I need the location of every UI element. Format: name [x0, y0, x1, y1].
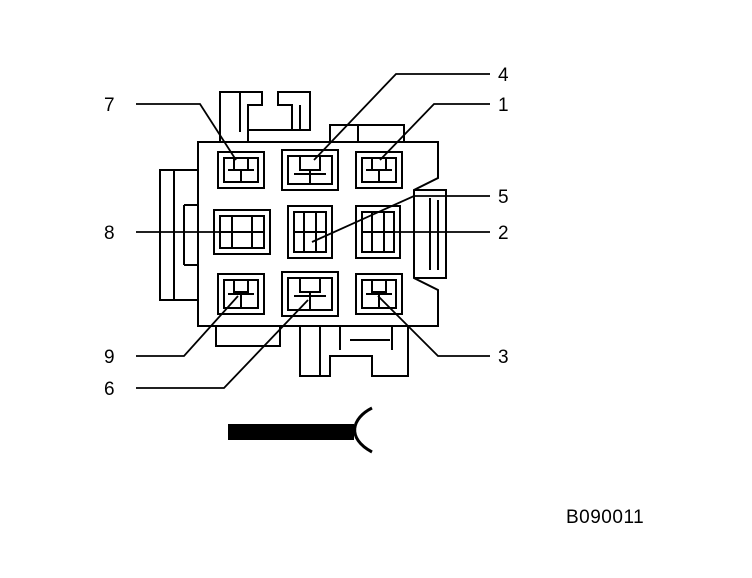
pin-label-3: 3	[498, 347, 509, 368]
leader-lines	[136, 73, 490, 389]
pin-label-1: 1	[498, 95, 509, 116]
leader-9	[136, 295, 239, 357]
leader-5	[311, 195, 490, 243]
pin-label-4: 4	[498, 65, 509, 86]
leader-7	[136, 103, 237, 161]
pin-label-9: 9	[104, 347, 115, 368]
leader-1	[379, 103, 490, 161]
cavity-3	[355, 273, 403, 315]
connector-face-icon	[159, 91, 447, 377]
cavity-5	[287, 205, 333, 259]
cavity-9	[217, 273, 265, 315]
pin-label-5: 5	[498, 187, 509, 208]
cavity-4	[281, 149, 339, 191]
leader-4	[313, 73, 490, 161]
pin-label-2: 2	[498, 223, 509, 244]
leader-3	[377, 295, 490, 357]
pin-label-6: 6	[104, 379, 115, 400]
cavity-1	[355, 151, 403, 189]
pin-label-7: 7	[104, 95, 115, 116]
leader-6	[136, 299, 309, 389]
cavity-7	[217, 151, 265, 189]
figure-code: B090011	[566, 507, 645, 528]
pin-label-8: 8	[104, 223, 115, 244]
wire-harness-icon	[228, 406, 373, 454]
cavity-6	[281, 271, 339, 317]
